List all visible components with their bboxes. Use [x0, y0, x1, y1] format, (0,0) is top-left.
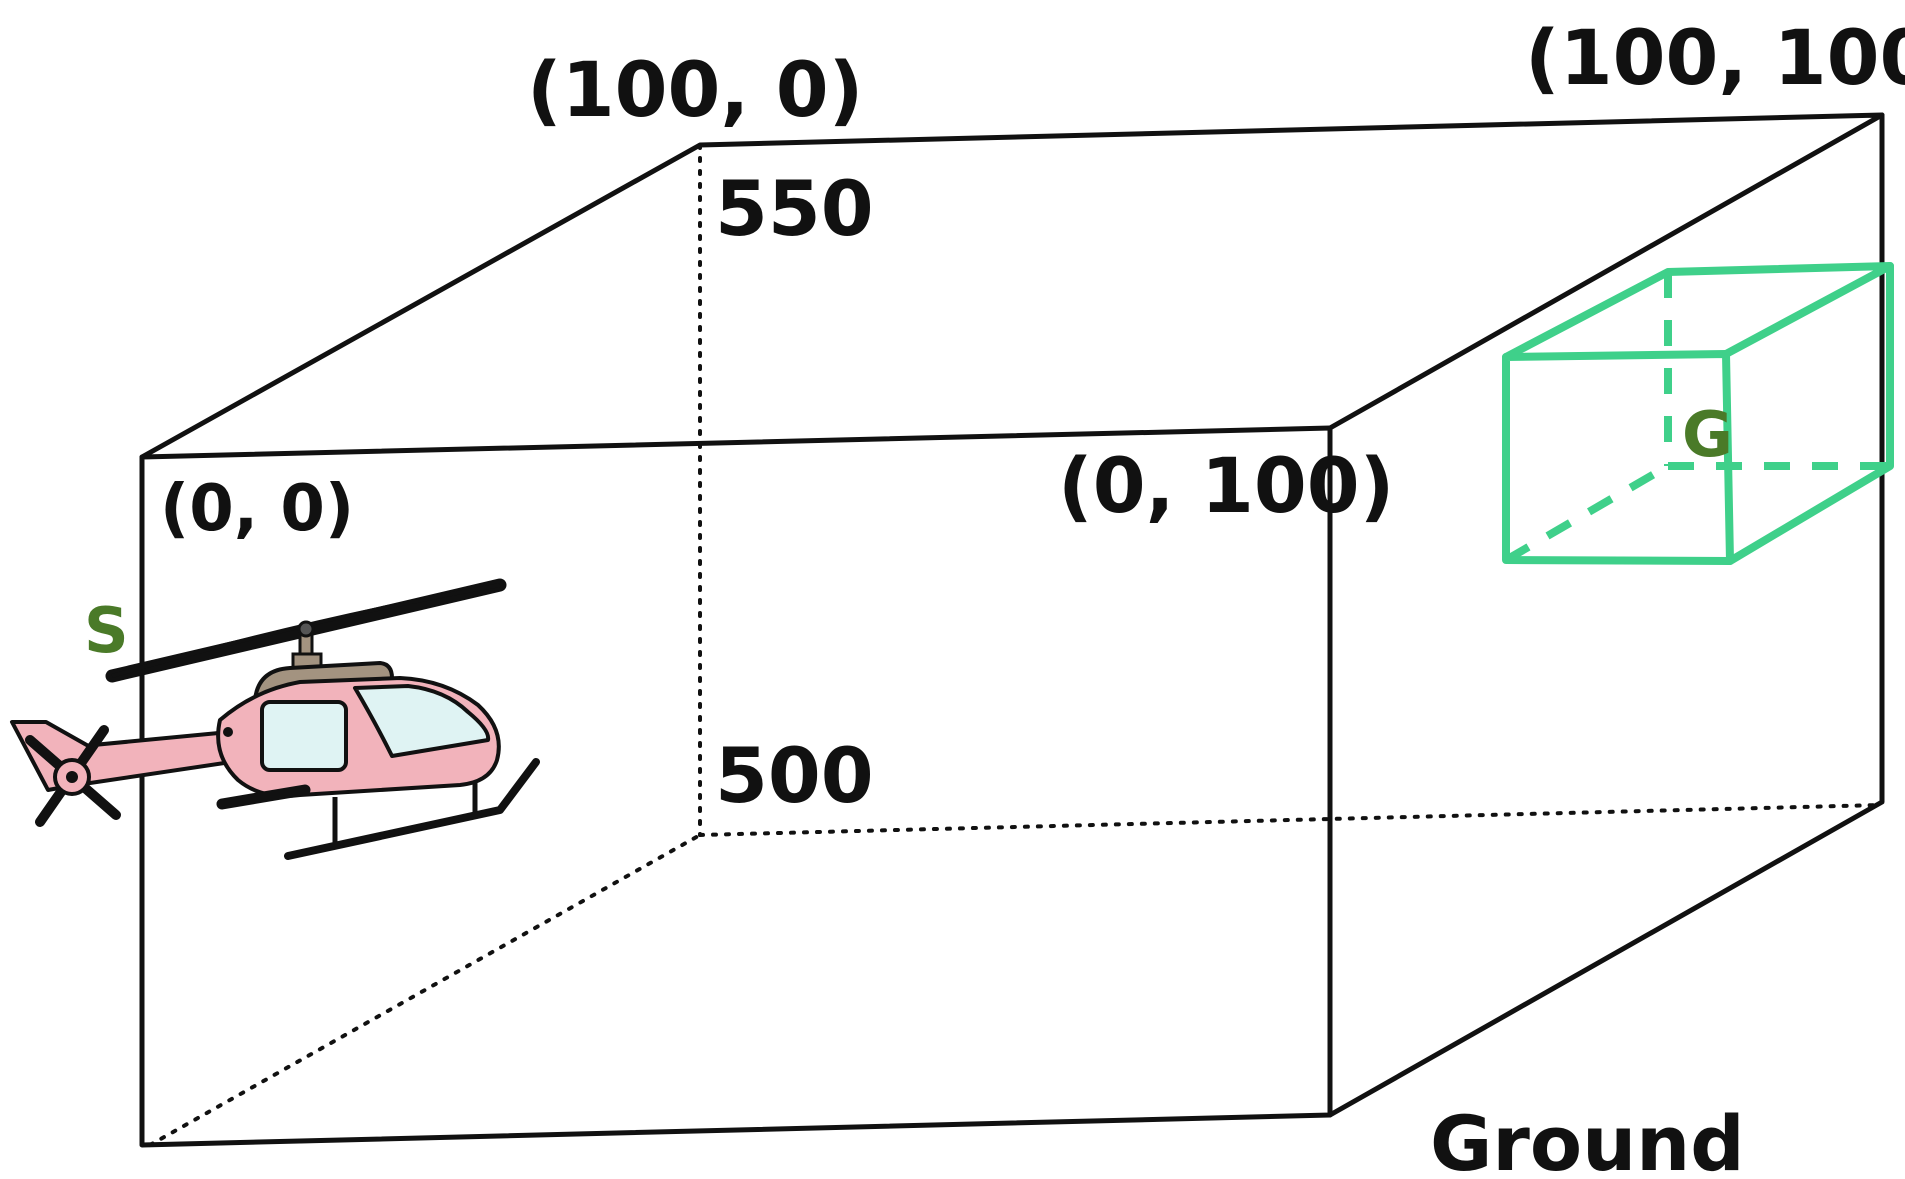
right-face — [1327, 112, 1885, 1118]
flight-volume-box — [139, 112, 1885, 1148]
corner-label-top-right-front: (0, 100) — [1058, 441, 1394, 530]
helicopter-icon — [10, 578, 540, 860]
top-face — [139, 112, 1885, 460]
goal-box-icon — [1502, 262, 1894, 565]
altitude-label-lower: 500 — [715, 731, 874, 820]
altitude-label-upper: 550 — [715, 164, 874, 253]
corner-label-top-left-front: (0, 0) — [160, 472, 354, 546]
hidden-edge-bottom-back — [698, 803, 1882, 837]
goal-right-face — [1726, 262, 1894, 565]
goal-top-face — [1502, 262, 1894, 361]
corner-label-top-left-back: (100, 0) — [527, 45, 863, 134]
goal-marker-label: G — [1682, 398, 1733, 471]
start-marker-label: S — [84, 594, 129, 667]
corner-label-top-right-back: (100, 100) — [1525, 13, 1905, 102]
goal-hidden-bottom-left — [1503, 462, 1671, 564]
ground-label: Ground — [1430, 1099, 1745, 1179]
hidden-edge-bottom-left — [148, 833, 702, 1147]
